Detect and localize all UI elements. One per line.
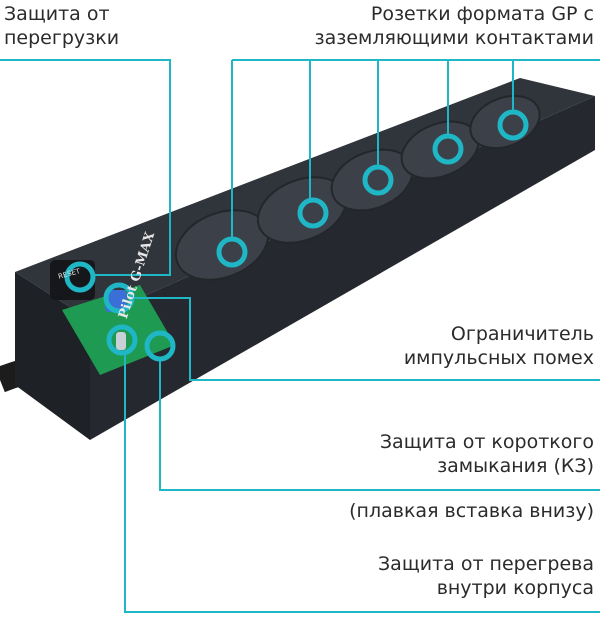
label-sockets: Розетки формата GP с заземляющими контак…	[314, 2, 594, 50]
label-overheat: Защита от перегрева внутри корпуса	[378, 552, 594, 600]
label-short-circuit-line1: Защита от короткого	[379, 431, 594, 453]
label-sockets-line1: Розетки формата GP с	[370, 3, 594, 25]
callout-lines	[0, 59, 600, 613]
label-overheat-line1: Защита от перегрева	[378, 553, 594, 575]
label-overload: Защита от перегрузки	[4, 2, 119, 50]
label-short-circuit-line2: замыкания (КЗ)	[437, 455, 594, 477]
strip-side-face	[90, 96, 595, 440]
label-overload-line1: Защита от	[4, 3, 110, 25]
label-overload-line2: перегрузки	[4, 27, 120, 49]
label-short-circuit: Защита от короткого замыкания (КЗ)	[380, 430, 594, 478]
label-surge-line1: Ограничитель	[450, 323, 594, 345]
label-surge: Ограничитель импульсных помех	[404, 322, 594, 370]
fuse-component	[116, 332, 126, 350]
label-sockets-line2: заземляющими контактами	[314, 27, 594, 49]
callout-circles	[64, 109, 529, 362]
label-overheat-line2: внутри корпуса	[436, 577, 594, 599]
label-fuse-note: (плавкая вставка внизу)	[349, 500, 594, 522]
label-surge-line2: импульсных помех	[403, 347, 594, 369]
